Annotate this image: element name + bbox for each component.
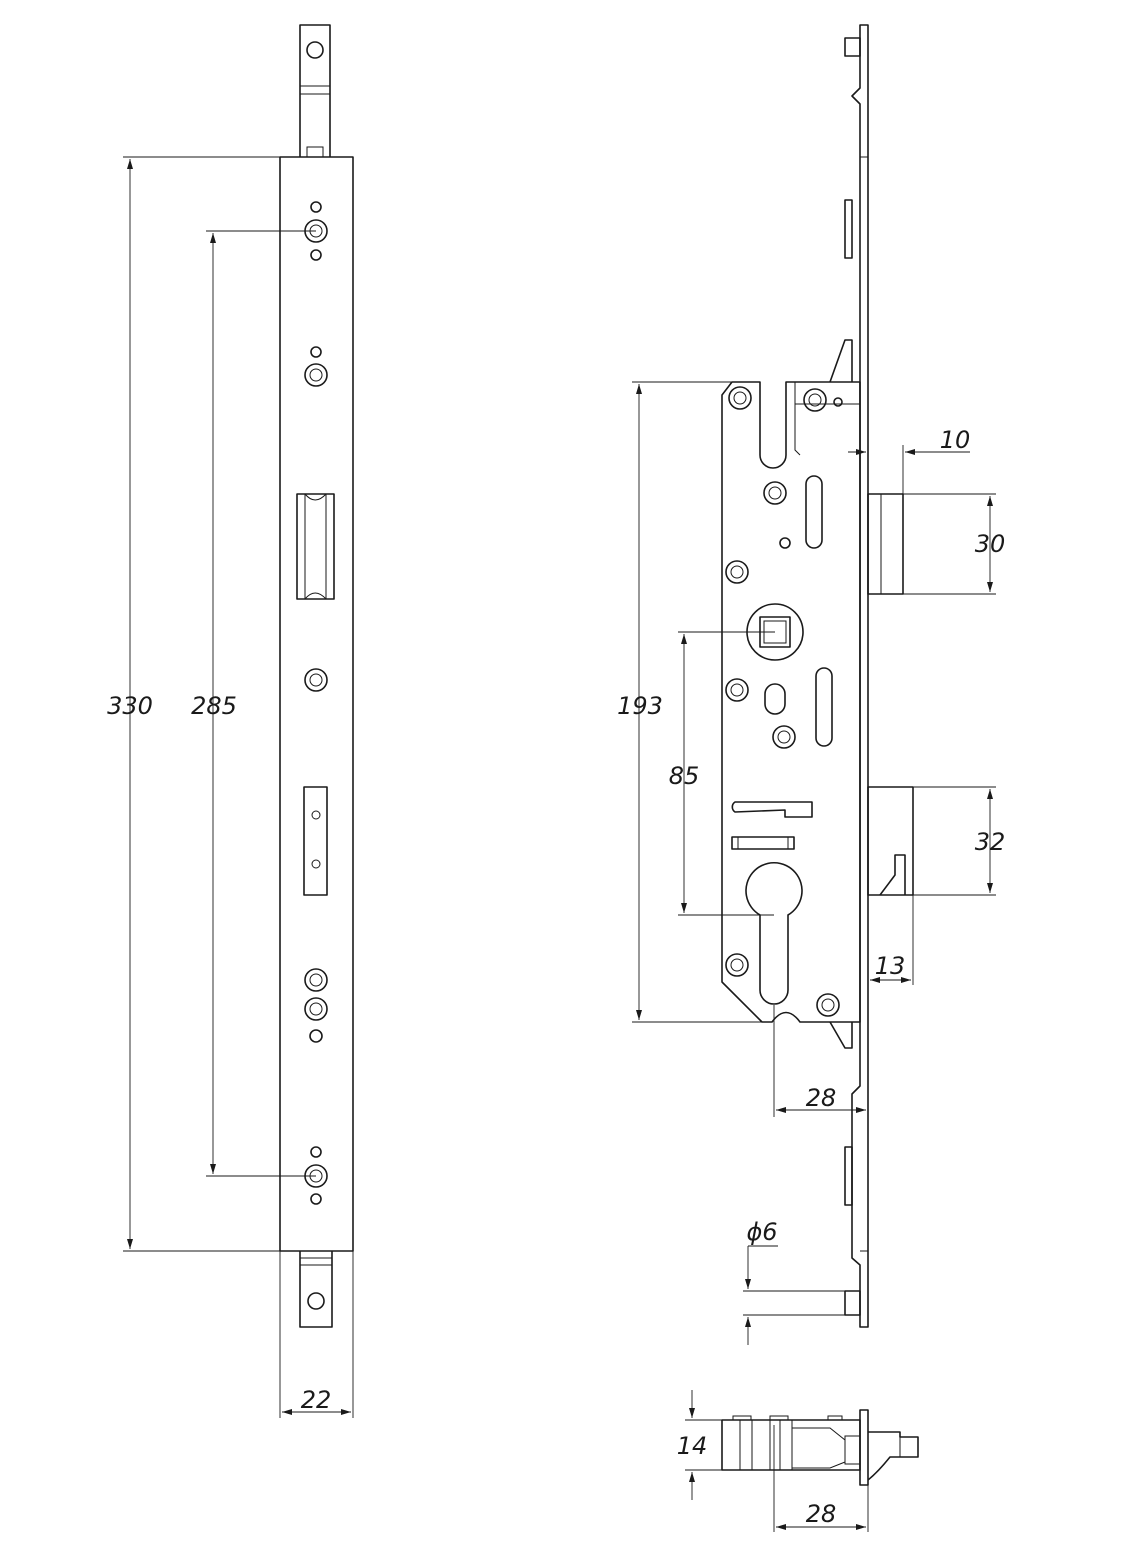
dim-label-32: 32	[975, 828, 1006, 856]
dimension-case-height: 193	[617, 381, 762, 1023]
dim-label-85: 85	[669, 762, 700, 790]
dim-label-330: 330	[107, 692, 153, 720]
dimension-hole-diameter: ϕ6	[743, 1218, 845, 1345]
dim-label-14: 14	[677, 1432, 708, 1460]
dim-label-phi6: ϕ6	[746, 1218, 777, 1246]
dimension-latch-height: 30	[903, 493, 1006, 595]
dim-label-28-backset: 28	[806, 1084, 837, 1112]
dimension-latch-projection: 10	[848, 426, 970, 494]
dimension-deadbolt-height: 32	[913, 786, 1006, 896]
dimension-handle-to-cylinder: 85	[669, 631, 775, 916]
dimension-backset: 28	[773, 1005, 866, 1117]
dimension-faceplate-length: 330	[107, 156, 280, 1252]
dimension-deadbolt-projection: 13	[870, 895, 914, 985]
dim-label-193: 193	[617, 692, 663, 720]
lock-top-view	[721, 1409, 919, 1486]
dim-label-22: 22	[301, 1386, 332, 1414]
dimension-case-thickness: 14	[677, 1390, 722, 1500]
faceplate-front-view	[279, 24, 354, 1328]
dim-label-28-top: 28	[806, 1500, 837, 1528]
dimension-faceplate-width: 22	[279, 1251, 354, 1418]
dim-label-30: 30	[975, 530, 1006, 558]
dimension-fixing-pitch: 285	[191, 230, 316, 1177]
dimension-top-view-backset: 28	[773, 1425, 869, 1532]
lock-case-side-view	[721, 24, 914, 1328]
dim-label-10: 10	[940, 426, 971, 454]
dim-label-13: 13	[875, 952, 906, 980]
dim-label-285: 285	[191, 692, 237, 720]
